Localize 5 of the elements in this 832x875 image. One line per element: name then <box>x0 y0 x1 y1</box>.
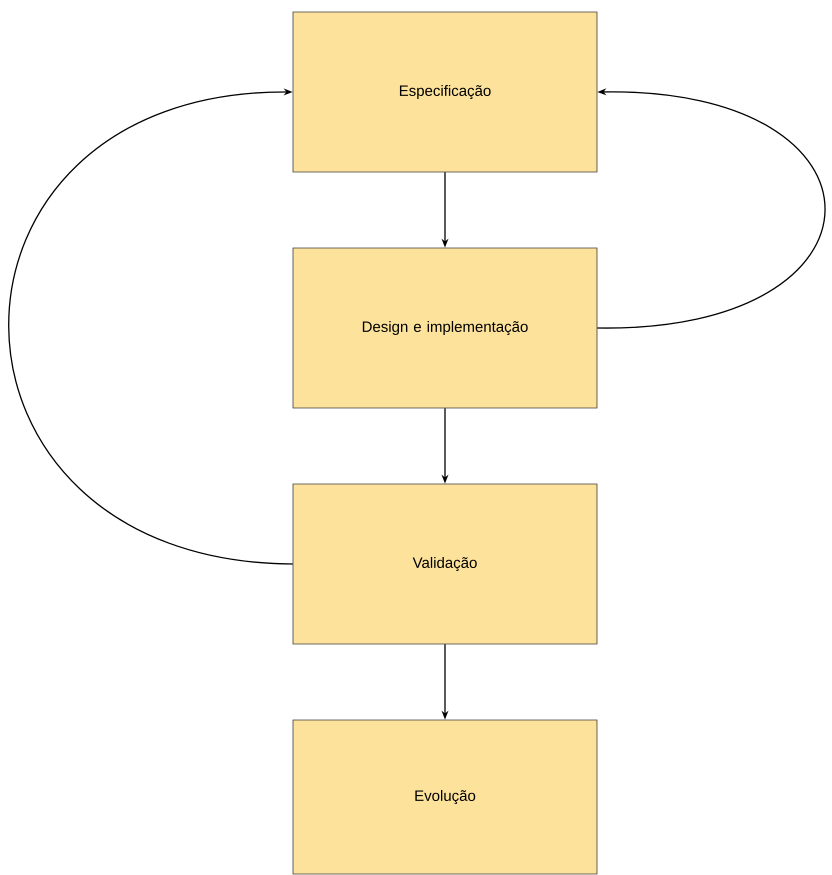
arrow <box>8 88 293 565</box>
process-box: Design e implementação <box>292 248 598 408</box>
process-box: Evolução <box>292 720 598 874</box>
process-box: Especificação <box>292 12 598 172</box>
process-box: Validação <box>292 484 598 644</box>
